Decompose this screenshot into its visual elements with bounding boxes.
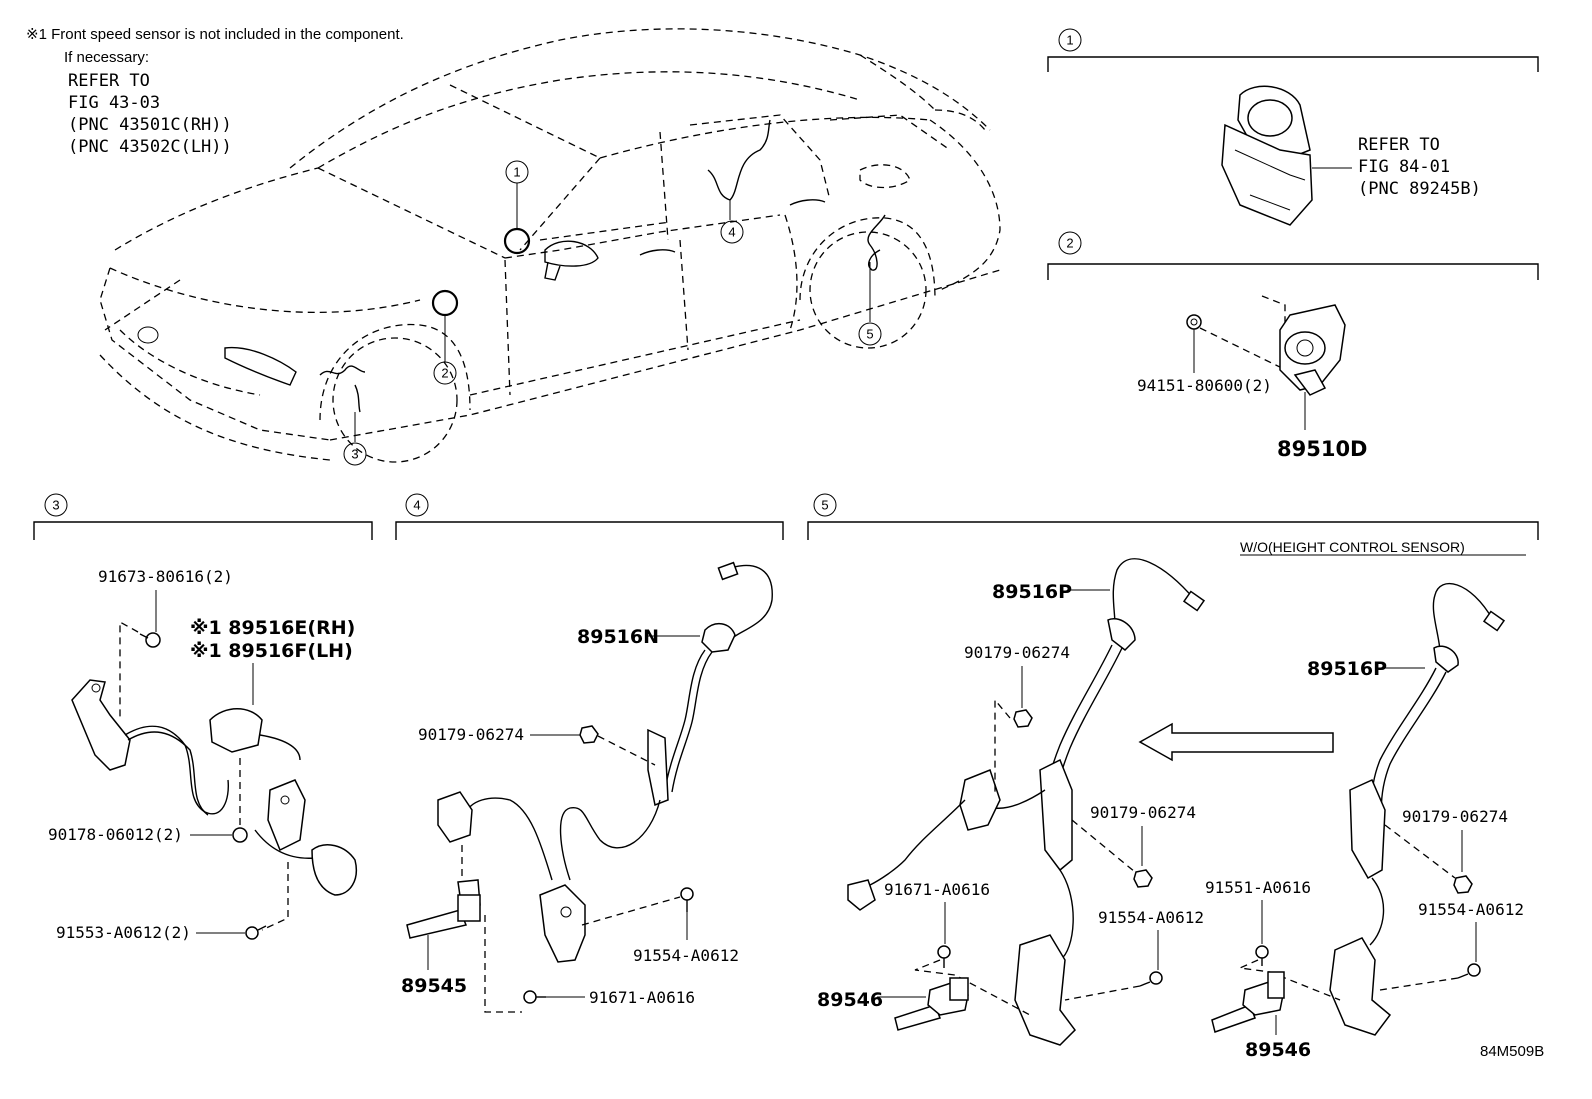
bolt-91553 [245, 925, 267, 940]
harness-89516p-left [847, 558, 1206, 1046]
section-4-sensor-label: 89545 [401, 975, 467, 997]
section-1: 1 REFER TO FIG 84-01 (PNC 89245B) [1047, 28, 1539, 226]
section-1-refer-3: (PNC 89245B) [1358, 179, 1481, 199]
section-3-bolt-top-label: 91673-80616(2) [98, 567, 233, 586]
harness-89516p-right [1329, 582, 1506, 1036]
section-3-sensor-lh-label: ※1 89516F(LH) [190, 640, 353, 662]
car-callout-2: 2 [433, 361, 457, 385]
bolt-91554-s4 [680, 887, 694, 912]
section-3-nut-label: 90178-06012(2) [48, 825, 183, 844]
section-5-nut-left-top-label: 90179-06274 [964, 643, 1070, 662]
section-4-number: 4 [413, 498, 420, 513]
car-callout-1: 1 [505, 160, 529, 184]
section-2: 2 94151-80600(2) 89510D [1047, 231, 1539, 461]
section-4: 4 89516N 90179-06274 [395, 493, 784, 1013]
bolt-91673 [139, 632, 161, 648]
car-callout-3-label: 3 [351, 447, 358, 462]
sensor-89546-left [894, 977, 969, 1031]
section-5-sensor-left-label: 89546 [817, 989, 883, 1011]
section-5-bolt-right-right-label: 91554-A0612 [1418, 900, 1524, 919]
section-2-part-label: 89510D [1277, 437, 1368, 461]
car-callout-3: 3 [343, 442, 367, 466]
section-5: 5 W/O(HEIGHT CONTROL SENSOR) 89516P 9017… [807, 493, 1539, 1061]
nut-90179-right [1453, 875, 1473, 894]
section-5-harness-left-label: 89516P [992, 581, 1072, 603]
nut-90179-left-mid [1133, 869, 1153, 888]
car-callout-1-label: 1 [513, 165, 520, 180]
car-callout-5-label: 5 [866, 327, 873, 342]
note-refer-2: FIG 43-03 [68, 93, 160, 113]
section-5-sensor-right-label: 89546 [1245, 1039, 1311, 1061]
figure-code: 84M509B [1480, 1043, 1544, 1060]
arrow-left-icon [1138, 722, 1334, 762]
section-5-nut-left-mid-label: 90179-06274 [1090, 803, 1196, 822]
section-4-harness-label: 89516N [577, 626, 659, 648]
note-block: ※1 Front speed sensor is not included in… [26, 26, 404, 157]
nut-90178 [232, 827, 248, 843]
note-refer-3: (PNC 43501C(RH)) [68, 115, 232, 135]
car-callout-4-label: 4 [728, 225, 735, 240]
car-callout-5: 5 [858, 322, 882, 346]
section-3-bolt-bottom-label: 91553-A0612(2) [56, 923, 191, 942]
nut-90179-s4 [579, 725, 599, 744]
harness-89516n [437, 561, 773, 963]
note-line-1: ※1 Front speed sensor is not included in… [26, 26, 404, 43]
harness-89516e [71, 679, 357, 896]
section-5-bolt-right-label: 91551-A0616 [1205, 878, 1311, 897]
car-callout-4: 4 [720, 220, 744, 244]
section-2-bolt-label: 94151-80600(2) [1137, 376, 1272, 395]
section-5-bolt-left-label: 91671-A0616 [884, 880, 990, 899]
section-5-nut-right-label: 90179-06274 [1402, 807, 1508, 826]
car-callout-2-label: 2 [441, 366, 448, 381]
section-5-bolt-left-right-label: 91554-A0612 [1098, 908, 1204, 927]
nut-90179-left-top [1013, 709, 1033, 728]
note-refer-1: REFER TO [68, 71, 150, 91]
bolt-91671-s5 [937, 945, 951, 968]
bolt-91554-s5-left [1139, 971, 1163, 987]
sensor-89546-right [1211, 971, 1285, 1033]
section-4-bolt-bottom-label: 91671-A0616 [589, 988, 695, 1007]
section-5-number: 5 [821, 498, 828, 513]
section-4-bolt-right-label: 91554-A0612 [633, 946, 739, 965]
section-1-refer-2: FIG 84-01 [1358, 157, 1450, 177]
section-3: 3 91673-80616(2) ※1 89516E(RH) ※1 89516F… [33, 493, 373, 942]
bolt-91551-s5 [1255, 945, 1269, 966]
bolt-91554-s5-right [1457, 963, 1481, 979]
section-5-condition-label: W/O(HEIGHT CONTROL SENSOR) [1240, 539, 1465, 555]
sensor-module-part [1221, 85, 1313, 226]
section-1-number: 1 [1066, 33, 1073, 48]
section-2-number: 2 [1066, 236, 1073, 251]
section-3-number: 3 [52, 498, 59, 513]
sensor-89510d [1279, 304, 1346, 396]
bolt-94151 [1186, 314, 1202, 330]
section-3-sensor-rh-label: ※1 89516E(RH) [190, 617, 355, 639]
bolt-91671-s4 [523, 990, 546, 1004]
section-4-nut-label: 90179-06274 [418, 725, 524, 744]
note-refer-4: (PNC 43502C(LH)) [68, 137, 232, 157]
section-5-harness-right-label: 89516P [1307, 658, 1387, 680]
sensor-89545 [406, 879, 481, 939]
vehicle-illustration [99, 28, 1001, 463]
section-1-refer-1: REFER TO [1358, 135, 1440, 155]
note-line-2: If necessary: [64, 49, 149, 66]
